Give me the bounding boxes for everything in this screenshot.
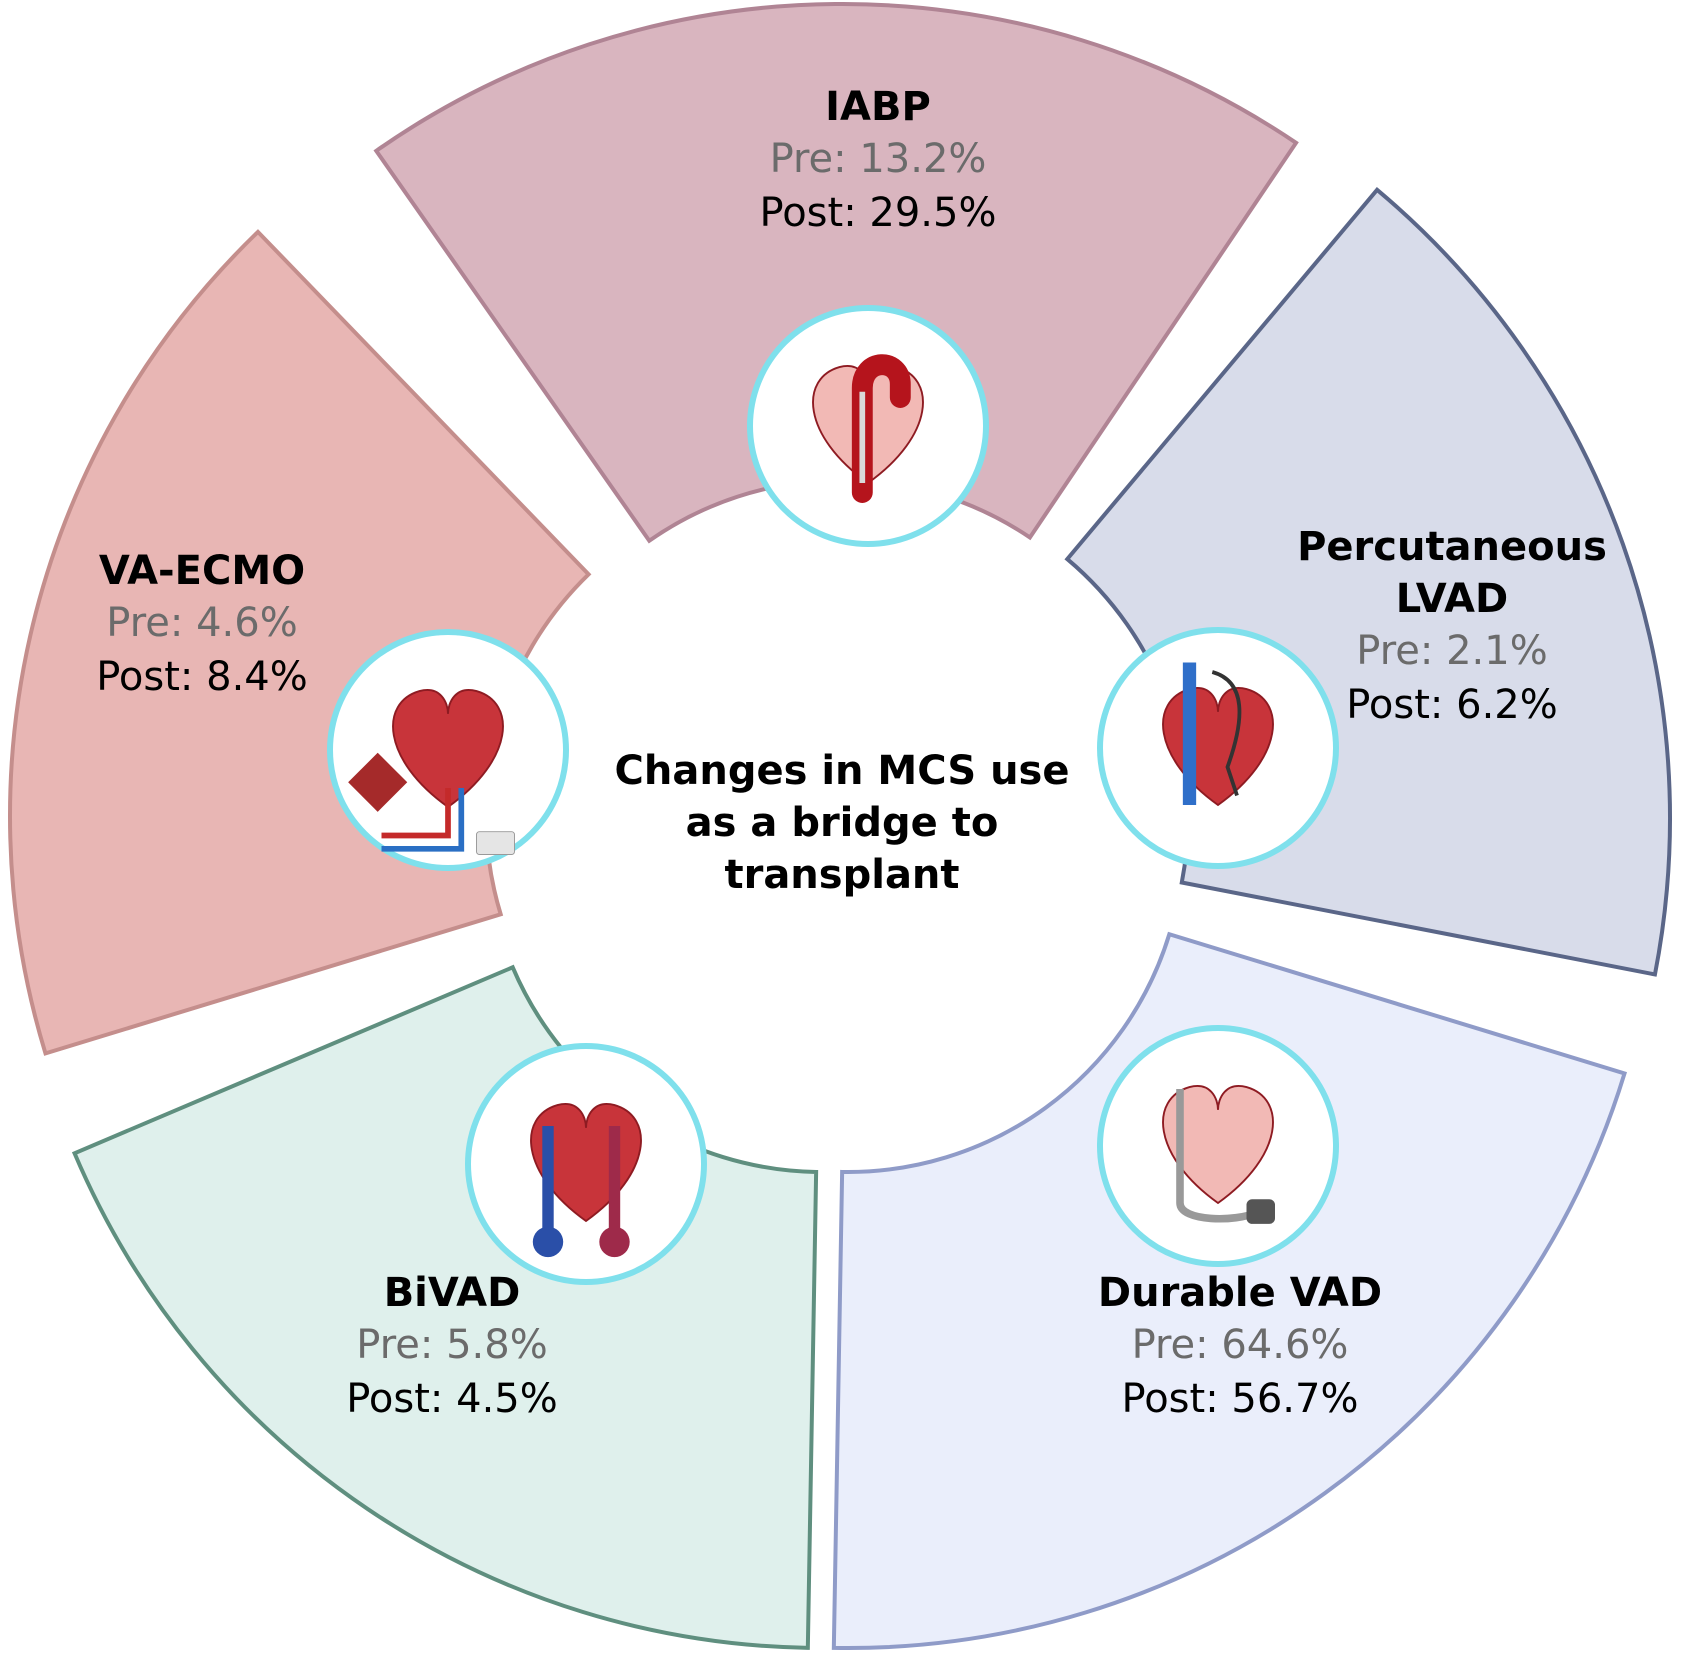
center-title-line: transplant xyxy=(724,852,959,898)
heart-bivad-icon xyxy=(465,1043,707,1285)
segment-pre-bivad: Pre: 5.8% xyxy=(356,1322,547,1368)
heart-aorta-iabp-icon xyxy=(747,305,989,547)
segment-name-percutaneous-lvad: Percutaneous xyxy=(1297,524,1607,570)
heart-va-ecmo-icon xyxy=(327,629,569,871)
segment-name-percutaneous-lvad: LVAD xyxy=(1396,576,1508,622)
segment-name-bivad: BiVAD xyxy=(384,1270,521,1316)
icons-layer xyxy=(327,305,1339,1285)
segment-post-va-ecmo: Post: 8.4% xyxy=(96,654,308,700)
segment-name-iabp: IABP xyxy=(825,84,931,130)
segment-post-bivad: Post: 4.5% xyxy=(346,1376,558,1422)
heart-durable-vad-icon xyxy=(1097,1025,1339,1267)
right-pump-shape xyxy=(532,1226,564,1258)
heart-shape xyxy=(392,689,504,809)
impella-catheter-shape xyxy=(1211,670,1242,797)
center-title-line: as a bridge to xyxy=(686,800,999,846)
segment-pre-percutaneous-lvad: Pre: 2.1% xyxy=(1356,628,1547,674)
vad-pump-shape xyxy=(1246,1199,1275,1224)
segment-pre-iabp: Pre: 13.2% xyxy=(770,136,987,182)
segment-name-durable-vad: Durable VAD xyxy=(1098,1270,1382,1316)
segment-durable-vad xyxy=(831,931,1628,1650)
arterial-line-shape xyxy=(381,788,451,839)
aorta-shape xyxy=(851,354,911,503)
segment-name-va-ecmo: VA-ECMO xyxy=(99,548,305,594)
heart-shape xyxy=(1162,1085,1274,1205)
left-pump-shape xyxy=(599,1226,630,1258)
heart-percutaneous-lvad-icon xyxy=(1097,627,1339,869)
venous-line-shape xyxy=(381,788,465,852)
segment-post-durable-vad: Post: 56.7% xyxy=(1122,1376,1359,1422)
segment-pre-durable-vad: Pre: 64.6% xyxy=(1132,1322,1349,1368)
center-title: Changes in MCS use as a bridge to transpla… xyxy=(615,748,1070,898)
ecmo-console-shape xyxy=(476,831,515,855)
labels-layer: IABP Pre: 13.2% Post: 29.5% PercutaneousLVA… xyxy=(96,84,1607,1422)
segment-post-iabp: Post: 29.5% xyxy=(760,190,997,236)
segment-post-percutaneous-lvad: Post: 6.2% xyxy=(1346,682,1558,728)
center-title-line: Changes in MCS use xyxy=(615,748,1070,794)
segment-pre-va-ecmo: Pre: 4.6% xyxy=(106,600,297,646)
